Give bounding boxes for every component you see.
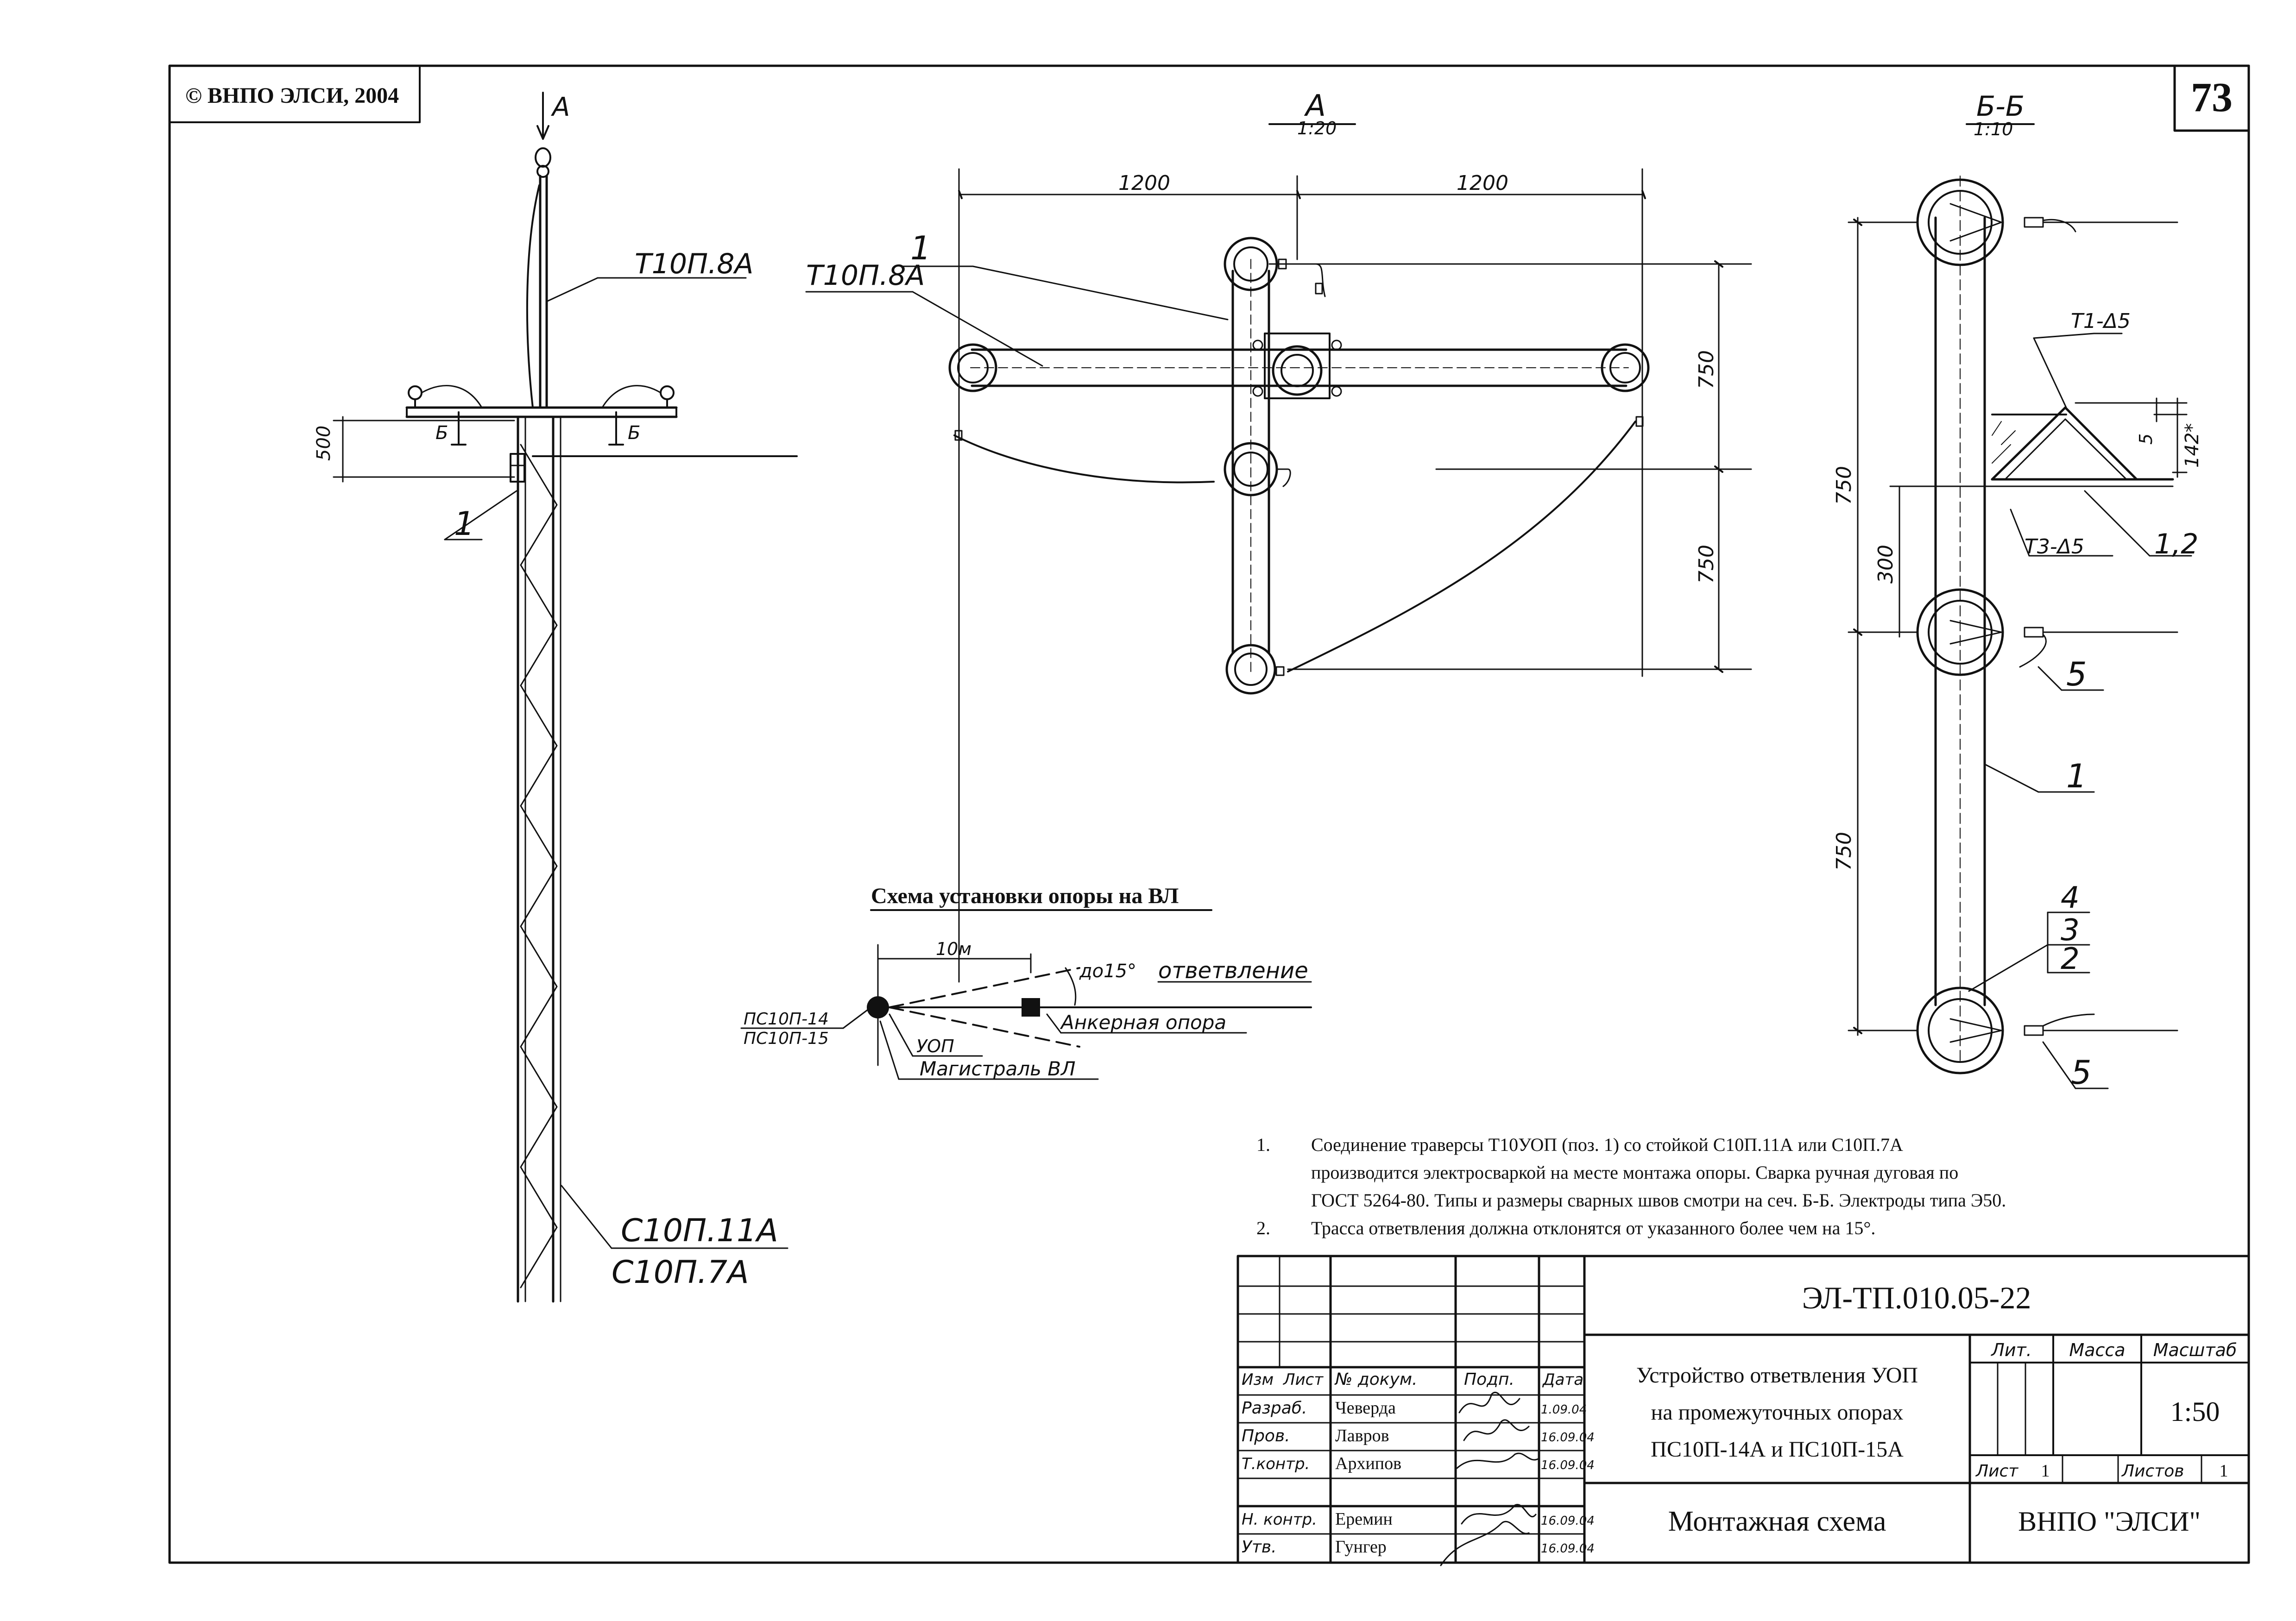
role-nkontr: Н. контр.: [1242, 1510, 1317, 1529]
sheet-value: 1: [2041, 1461, 2050, 1481]
dim-500: 500: [313, 426, 334, 461]
section-pos-2: 2: [2061, 942, 2080, 976]
dim-300: 300: [1874, 545, 1898, 584]
note-1-number: 1.: [1256, 1134, 1270, 1155]
scale-header: Масштаб: [2153, 1340, 2237, 1360]
scheme-angle: до15°: [1079, 961, 1136, 982]
scheme-branch: ответвление: [1158, 958, 1308, 984]
view-a-traverse-label: Т10П.8А: [806, 259, 925, 292]
role-utv: Утв.: [1242, 1538, 1277, 1557]
pos-1-2-label: 1,2: [2154, 528, 2198, 560]
sheet-number-box: [2173, 64, 2250, 132]
side-pos-1: 1: [454, 505, 475, 543]
view-a: [805, 123, 1752, 983]
scheme-title: Схема установки опоры на ВЛ: [871, 884, 1179, 908]
sheet-frame: [168, 64, 2250, 1564]
section-mark-right: Б: [628, 422, 640, 444]
title-block: [1236, 1255, 2250, 1564]
name-tkontr: Архипов: [1335, 1454, 1401, 1473]
scheme-anchor: Анкерная опора: [1060, 1011, 1226, 1034]
dim-5: 5: [2136, 434, 2156, 445]
stand-label-2: С10П.7А: [612, 1254, 749, 1291]
title-line-2: на промежуточных опорах: [1651, 1400, 1904, 1425]
dim-1200-right: 1200: [1457, 171, 1508, 195]
section-mark-left: Б: [435, 422, 448, 444]
sheet-label: Лист: [1975, 1462, 2018, 1481]
date-utv: 16.09.04: [1541, 1542, 1595, 1556]
section-bb-title: Б-Б: [1976, 90, 2025, 123]
date-prov: 16.09.04: [1541, 1431, 1595, 1445]
scheme-dim-10m: 10м: [936, 939, 971, 959]
side-view: [333, 92, 798, 1303]
view-a-title: А: [1304, 89, 1326, 123]
lit-header: Лит.: [1990, 1340, 2032, 1360]
role-prov: Пров.: [1242, 1426, 1290, 1445]
weld-t1-label: Т1-Δ5: [2071, 309, 2131, 333]
side-traverse-label: Т10П.8А: [635, 248, 753, 280]
section-bb: [1848, 123, 2192, 1089]
uop-pole-symbol: [867, 996, 889, 1018]
name-nkontr: Еремин: [1335, 1509, 1393, 1529]
dim-750-a: 750: [1832, 466, 1856, 505]
scheme-ps14: ПС10П-14: [744, 1010, 829, 1029]
stand-label-1: С10П.11А: [621, 1213, 778, 1249]
col-izm: Изм: [1242, 1370, 1274, 1389]
sheet-number: 73: [2191, 75, 2233, 120]
date-nkontr: 16.09.04: [1541, 1514, 1595, 1528]
scheme-mainline: Магистраль ВЛ: [920, 1057, 1076, 1080]
note-2-line-1: Трасса ответвления должна отклонятся от …: [1311, 1218, 1875, 1238]
date-tkontr: 16.09.04: [1541, 1458, 1595, 1472]
mass-header: Масса: [2069, 1340, 2125, 1360]
name-utv: Гунгер: [1335, 1537, 1387, 1557]
view-a-arrow-label: А: [551, 92, 570, 122]
copyright-label: © ВНПО ЭЛСИ, 2004: [185, 83, 399, 108]
name-prov: Лавров: [1335, 1426, 1389, 1445]
note-1-line-3: ГОСТ 5264-80. Типы и размеры сварных шво…: [1311, 1190, 2006, 1211]
signatures: [1440, 1391, 1539, 1566]
weld-t3-label: Т3-Δ5: [2025, 535, 2084, 559]
title-line-1: Устройство ответвления УОП: [1636, 1363, 1918, 1388]
organization: ВНПО "ЭЛСИ": [2018, 1506, 2201, 1537]
dim-750-bottom: 750: [1695, 545, 1718, 584]
scheme-ps15: ПС10П-15: [744, 1029, 829, 1048]
doc-code: ЭЛ-ТП.010.05-22: [1802, 1280, 2031, 1315]
col-list: Лист: [1282, 1370, 1324, 1389]
note-2-number: 2.: [1256, 1218, 1270, 1238]
col-sign: Подп.: [1464, 1370, 1514, 1389]
scale-value: 1:50: [2170, 1396, 2220, 1427]
section-pos-3: 3: [2061, 913, 2080, 948]
notes: 1. Соединение траверсы Т10УОП (поз. 1) с…: [1256, 1134, 2006, 1238]
sheets-label: Листов: [2121, 1462, 2184, 1481]
sheets-value: 1: [2220, 1461, 2228, 1481]
view-a-pos-1: 1: [910, 229, 931, 267]
date-razrab: 1.09.04: [1541, 1403, 1587, 1417]
anchor-pole-symbol: [1022, 998, 1040, 1017]
sheet-title: Монтажная схема: [1668, 1506, 1886, 1537]
section-pos-1: 1: [2066, 757, 2087, 795]
dim-1200-left: 1200: [1118, 171, 1170, 195]
col-doc: № докум.: [1334, 1370, 1417, 1389]
installation-scheme: [740, 909, 1312, 1080]
section-bb-scale: 1:10: [1974, 119, 2013, 139]
view-a-scale: 1:20: [1297, 118, 1337, 138]
col-date: Дата: [1542, 1370, 1583, 1389]
role-tkontr: Т.контр.: [1242, 1455, 1310, 1473]
note-1-line-1: Соединение траверсы Т10УОП (поз. 1) со с…: [1311, 1134, 1903, 1155]
name-razrab: Чеверда: [1335, 1398, 1396, 1418]
section-pos-5-top: 5: [2066, 655, 2087, 693]
scheme-uop: УОП: [916, 1036, 954, 1056]
copyright-box: [169, 65, 421, 123]
dim-142: 142*: [2182, 423, 2203, 468]
title-line-3: ПС10П-14А и ПС10П-15А: [1651, 1437, 1904, 1462]
dim-750-top: 750: [1695, 350, 1718, 389]
dim-750-b: 750: [1832, 832, 1856, 871]
section-pos-4: 4: [2061, 881, 2080, 915]
section-pos-5-bottom: 5: [2071, 1054, 2092, 1092]
role-razrab: Разраб.: [1242, 1399, 1307, 1418]
note-1-line-2: производится электросваркой на месте мон…: [1311, 1162, 1958, 1183]
